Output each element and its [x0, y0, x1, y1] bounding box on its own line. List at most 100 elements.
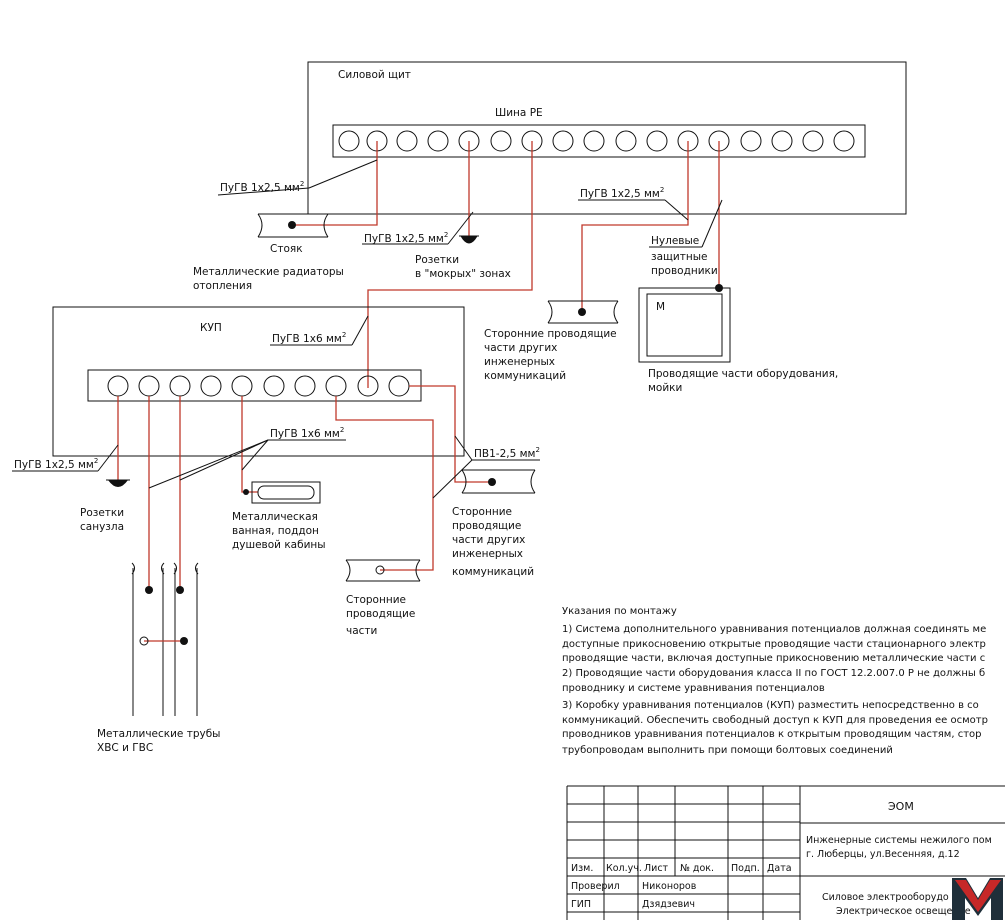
radiators-label-1: Металлические радиаторы — [193, 266, 344, 278]
wire-to-kup — [367, 141, 533, 388]
title-project-1: Инженерные системы нежилого пом — [806, 835, 992, 846]
equipment-box-inner — [646, 293, 723, 357]
third-party-label-2: части других — [484, 342, 557, 354]
bathtub-label-1: Металлическая — [232, 511, 318, 523]
third-party-pipe-symbol — [547, 300, 619, 324]
pe-wires — [292, 141, 720, 388]
tp3-label-2: проводящие — [346, 608, 415, 620]
notes-line: трубопроводам выполнить при помощи болто… — [562, 745, 893, 756]
title-code: ЭОМ — [888, 800, 914, 813]
notes-line: 3) Коробку уравнивания потенциалов (КУП)… — [562, 700, 979, 711]
leader-third-party-slant — [664, 199, 689, 221]
kup-terminal — [200, 375, 222, 397]
kup-terminals — [107, 375, 410, 397]
leader-neutral-slant — [701, 199, 723, 248]
cold-pipe-jumper-ring — [139, 636, 149, 646]
pe-terminal — [552, 130, 574, 152]
kup-terminal — [138, 375, 160, 397]
title-row-name: Дзядзевич — [642, 899, 695, 910]
company-logo — [952, 878, 1003, 920]
title-header-koluch: Кол.уч. — [606, 863, 642, 874]
bath-sockets-label-1: Розетки — [80, 507, 124, 519]
neutral-label-3: проводники — [651, 265, 718, 277]
kup-title: КУП — [200, 322, 222, 334]
leader-riser-slant — [308, 159, 378, 189]
leader-pv1-slant-1 — [454, 435, 473, 461]
notes-line: 2) Проводящие части оборудования класса … — [562, 668, 985, 679]
neutral-label-1: Нулевые — [651, 235, 699, 247]
tp2-label-3: части других — [452, 534, 525, 546]
riser-pipe-symbol — [257, 213, 329, 238]
wet-sockets-label-2: в "мокрых" зонах — [415, 268, 511, 280]
pe-terminal — [490, 130, 512, 152]
wet-socket-wire-label: ПуГВ 1х2,5 мм2 — [364, 231, 448, 245]
pe-terminal — [646, 130, 668, 152]
hot-pipe-jumper-dot — [180, 637, 188, 645]
third-party-lower-dot — [375, 565, 385, 575]
title-row-name: Никоноров — [642, 881, 697, 892]
hot-pipe-dot — [176, 586, 184, 594]
notes-line: 1) Система дополнительного уравнивания п… — [562, 624, 986, 635]
kup-frame — [52, 306, 465, 457]
pe-terminal — [615, 130, 637, 152]
radiators-label-2: отопления — [193, 280, 252, 292]
bath-sockets-wire-label: ПуГВ 1х2,5 мм2 — [14, 457, 98, 471]
title-header-data: Дата — [767, 863, 792, 874]
power-panel-title: Силовой щит — [338, 69, 411, 81]
leader-pipes-3 — [241, 439, 269, 471]
third-party-label-3: инженерных — [484, 356, 555, 368]
notes-line: проводнику и системе уравнивания потенци… — [562, 683, 825, 694]
tp2-label-2: проводящие — [452, 520, 521, 532]
title-row-role: ГИП — [571, 899, 591, 910]
bathtub-label-3: душевой кабины — [232, 539, 326, 551]
title-block — [566, 785, 1005, 920]
third-party-mid-dot — [488, 478, 496, 486]
riser-label: Стояк — [270, 243, 303, 255]
bathtub-connection-dot — [243, 489, 249, 495]
tp2-label-5: коммуникаций — [452, 566, 534, 578]
notes-line: проводников уравнивания потенциалов к от… — [562, 729, 982, 740]
title-sheet-2: Электрическое освещение — [836, 906, 971, 917]
wire-to-third-party-mid — [409, 385, 492, 483]
third-party-wire-label: ПуГВ 1х2,5 мм2 — [580, 186, 664, 200]
kup-terminal — [388, 375, 410, 397]
bathtub-label-2: ванная, поддон — [232, 525, 319, 537]
kup-bus-bar — [87, 369, 422, 402]
pv1-wire-label: ПВ1-2,5 мм2 — [474, 446, 540, 460]
title-sheet-1: Силовое электрооборудо — [822, 892, 949, 903]
pe-terminal — [427, 130, 449, 152]
kup-terminal — [263, 375, 285, 397]
pe-terminal — [338, 130, 360, 152]
notes-line: доступные прикосновению открытые проводя… — [562, 639, 986, 650]
kup-terminal — [231, 375, 253, 397]
cold-pipe-dot — [145, 586, 153, 594]
leader-pv1-slant-2 — [432, 459, 473, 499]
riser-connection-dot — [288, 221, 296, 229]
title-header-podp: Подп. — [731, 863, 760, 874]
wire-to-third-party — [581, 141, 689, 312]
leader-pipes-2 — [179, 439, 269, 481]
equipment-label-1: Проводящие части оборудования, — [648, 368, 838, 380]
title-project-2: г. Люберцы, ул.Весенняя, д.12 — [806, 849, 960, 860]
pe-bus-label: Шина РЕ — [495, 107, 543, 119]
wet-sockets-label-1: Розетки — [415, 254, 459, 266]
leader-kup-slant — [351, 315, 369, 346]
bath-socket-symbol — [108, 480, 128, 487]
wet-socket-fill — [461, 236, 477, 243]
kup-terminal — [325, 375, 347, 397]
pe-terminal — [833, 130, 855, 152]
tp2-label-4: инженерных — [452, 548, 523, 560]
title-header-list: Лист — [644, 863, 669, 874]
equipment-box-outer — [638, 287, 731, 363]
neutral-label-2: защитные — [651, 251, 707, 263]
leader-pipes-1 — [148, 439, 269, 489]
bath-sockets-label-2: санузла — [80, 521, 124, 533]
third-party-label-1: Сторонние проводящие — [484, 328, 617, 340]
third-party-mid-pipe — [461, 469, 536, 494]
pipes-symbol — [131, 562, 199, 716]
pe-terminal — [771, 130, 793, 152]
leader-riser-wire — [217, 187, 310, 196]
notes-heading: Указания по монтажу — [562, 606, 677, 617]
pe-terminal — [583, 130, 605, 152]
